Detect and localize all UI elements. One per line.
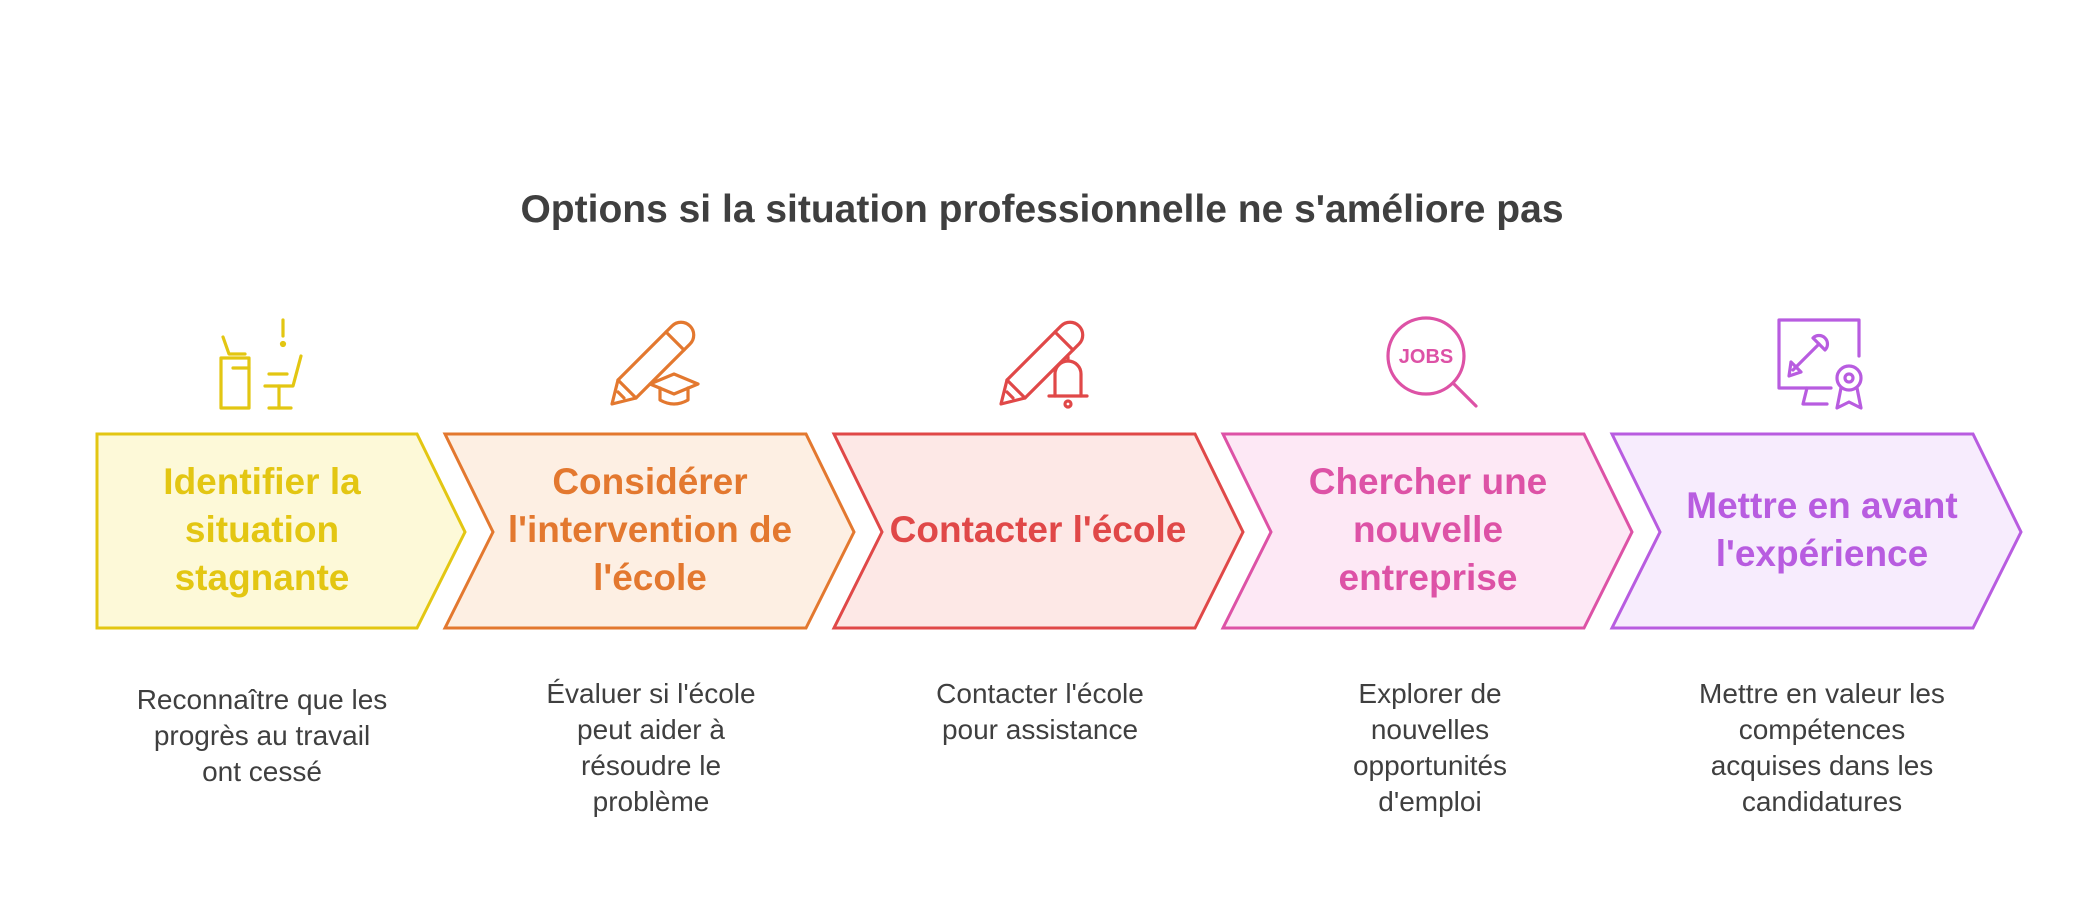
pencil-bell-icon: [993, 312, 1093, 412]
diagram-title: Options si la situation professionnelle …: [520, 188, 1564, 231]
certified-skill-monitor-icon: [1771, 312, 1871, 412]
step-1-label-text: Identifier la situation stagnante: [163, 461, 361, 598]
step-3-description: Contacter l'école pour assistance: [936, 678, 1144, 745]
step-1-chevron: [95, 432, 467, 630]
step-5-chevron: [1609, 432, 2023, 630]
step-1-label: Identifier la situation stagnante: [112, 434, 412, 626]
step-4-label: Chercher une nouvelle entreprise: [1278, 434, 1578, 626]
svg-text:JOBS: JOBS: [1399, 346, 1453, 368]
step-2-label-text: Considérer l'intervention de l'école: [507, 461, 793, 598]
step-3-chevron: [831, 432, 1245, 630]
step-1-description: Reconnaître que les progrès au travail o…: [136, 684, 388, 787]
step-3-label-text: Contacter l'école: [889, 509, 1187, 550]
step-3-label: Contacter l'école: [888, 434, 1188, 626]
step-2-label: Considérer l'intervention de l'école: [500, 434, 800, 626]
step-5-label: Mettre en avant l'expérience: [1672, 434, 1972, 626]
pencil-graduation-cap-icon: [604, 312, 704, 412]
step-4-chevron: [1220, 432, 1634, 630]
step-5-label-text: Mettre en avant l'expérience: [1686, 485, 1958, 574]
jobs-search-icon: JOBS: [1382, 312, 1482, 412]
stagnant-desk-icon: [213, 312, 313, 412]
step-4-description: Explorer de nouvelles opportunités d'emp…: [1352, 678, 1508, 817]
step-5-description: Mettre en valeur les compétences acquise…: [1699, 678, 1945, 817]
step-4-label-text: Chercher une nouvelle entreprise: [1308, 461, 1548, 598]
step-2-description: Évaluer si l'école peut aider à résoudre…: [546, 678, 756, 817]
step-2-chevron: [442, 432, 856, 630]
